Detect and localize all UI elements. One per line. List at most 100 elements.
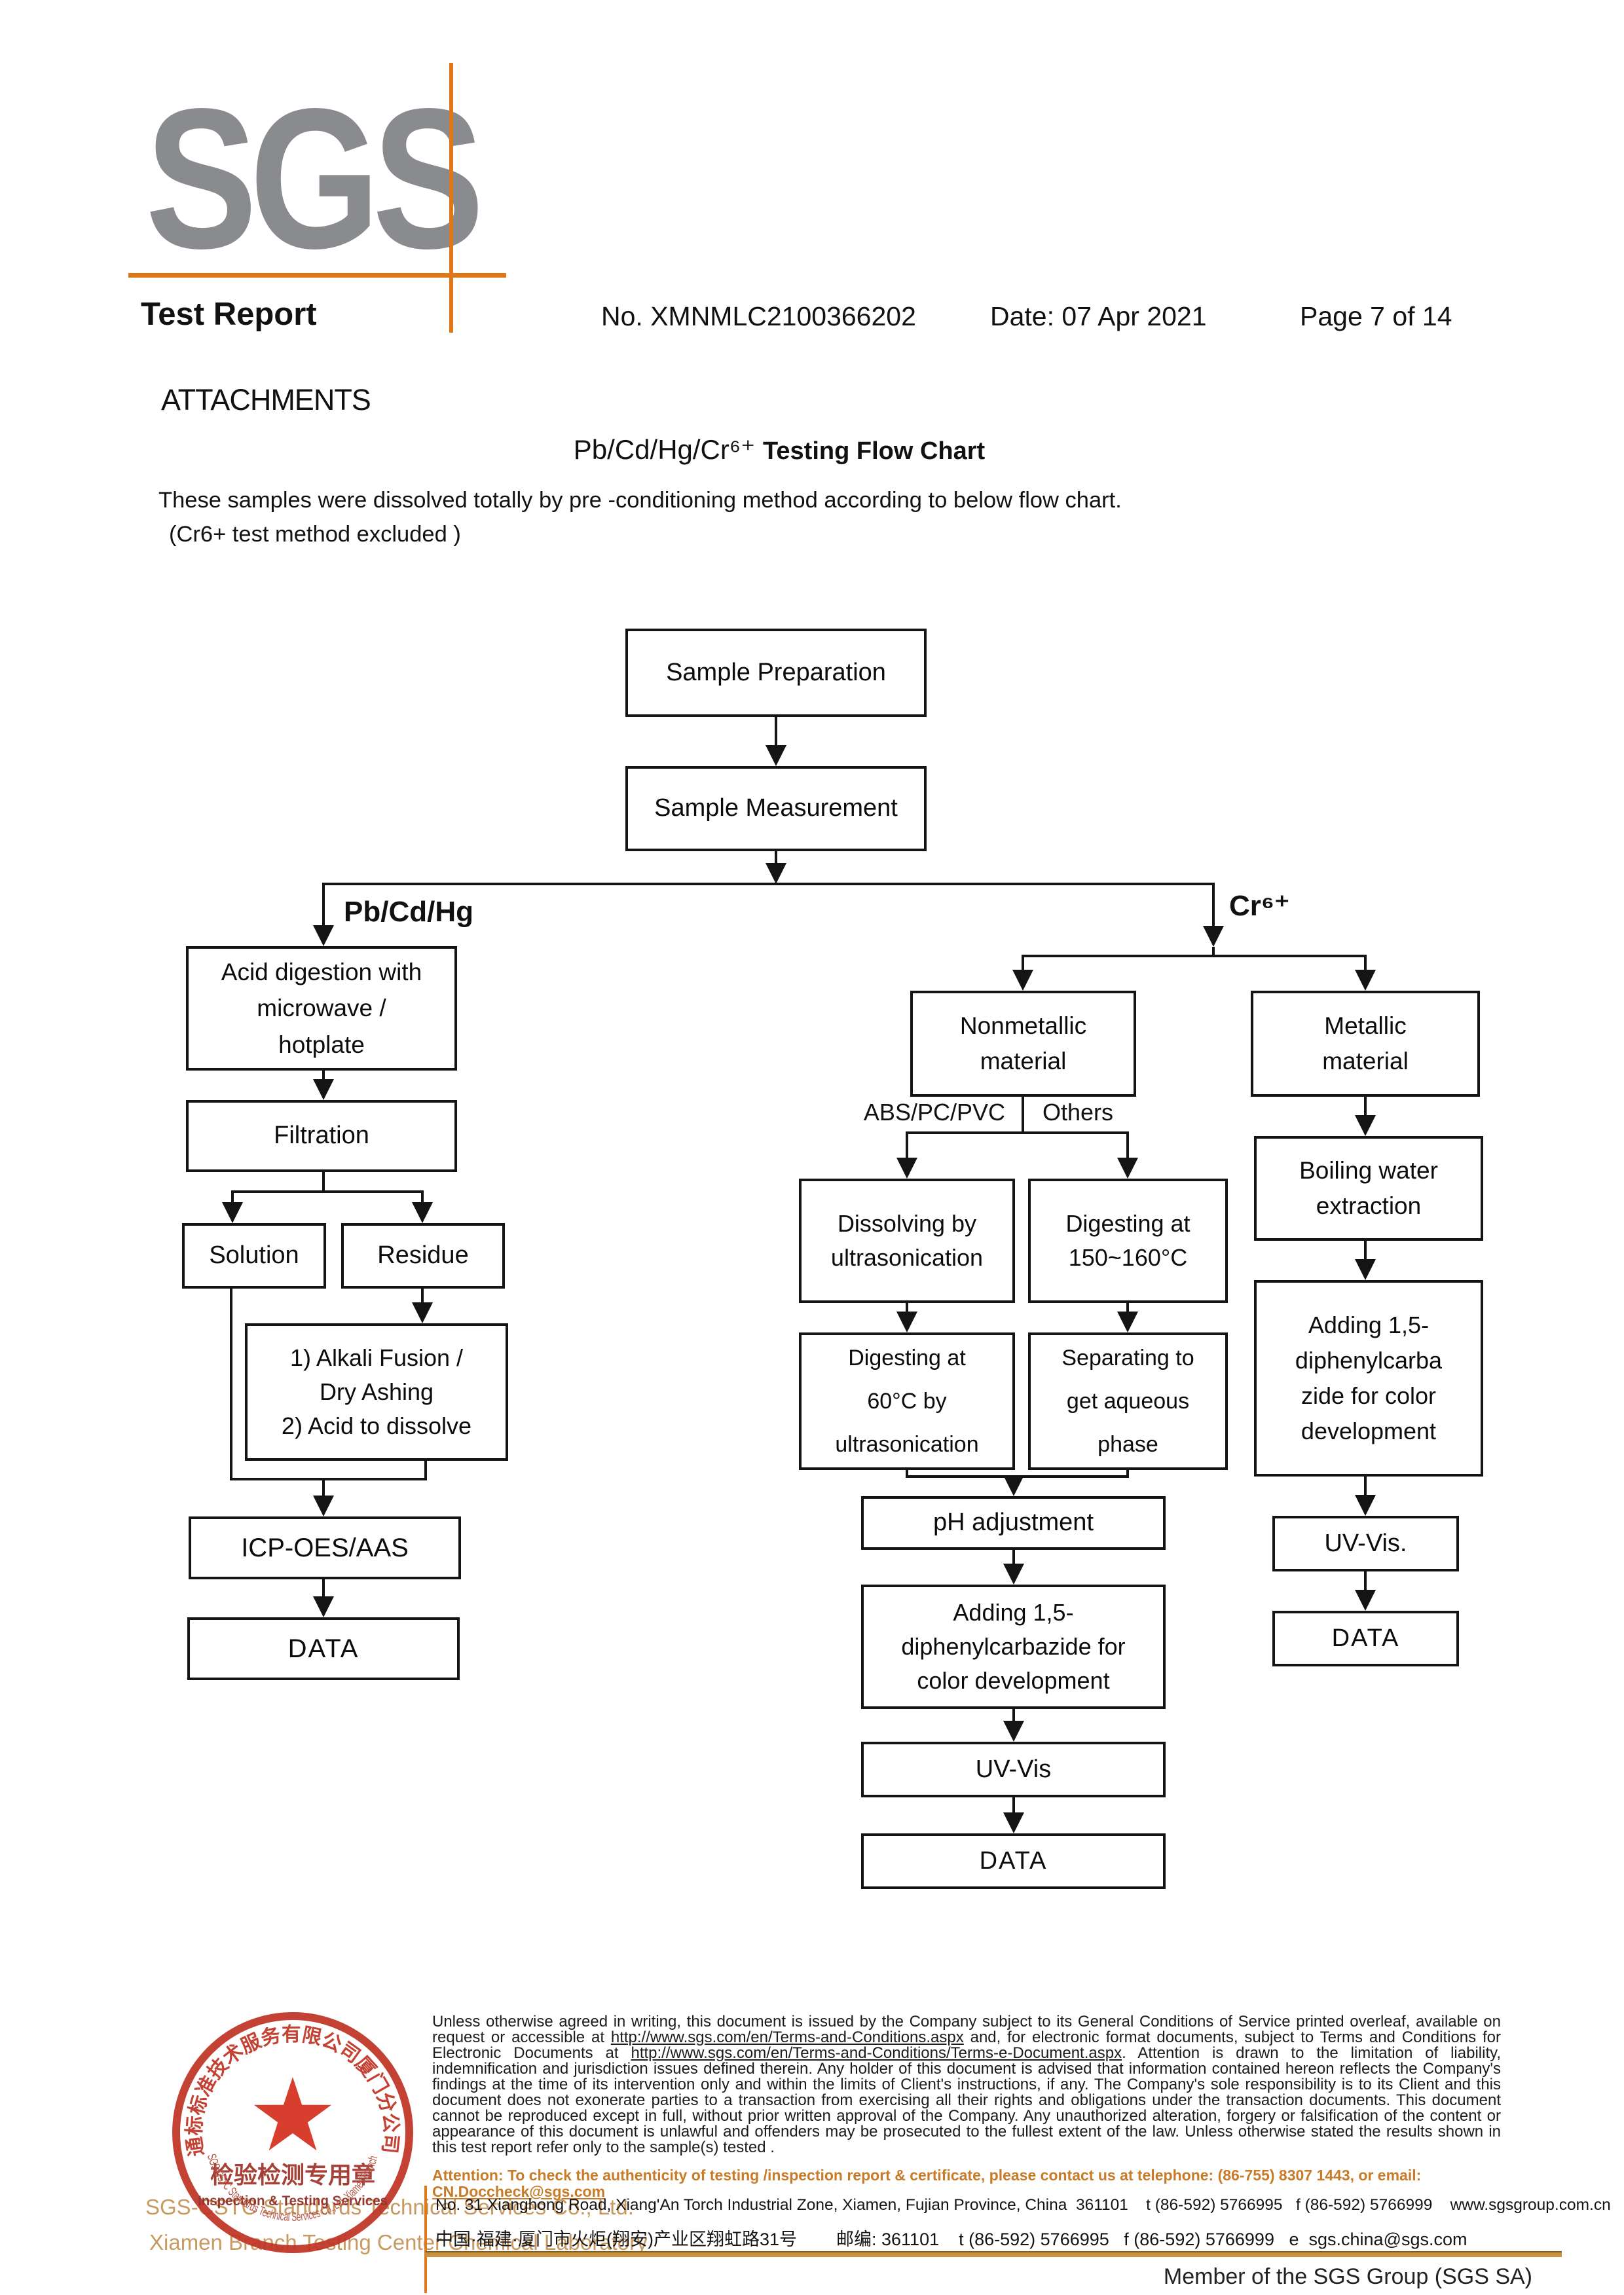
flow-chart-title-elements: Pb/Cd/Hg/Cr⁶⁺ xyxy=(573,434,756,465)
connector-line xyxy=(907,1131,1129,1134)
flow-node-separating-aqueous: Separating to get aqueous phase xyxy=(1028,1332,1228,1470)
arrow-down-icon xyxy=(1355,970,1376,991)
connector-line xyxy=(1126,1131,1129,1159)
connector-line xyxy=(1212,947,1215,957)
flow-node-boiling-water-extraction: Boiling water extraction xyxy=(1254,1136,1483,1241)
flow-node-adding-diphenylcarbazide-right: Adding 1,5- diphenylcarba zide for color… xyxy=(1254,1280,1483,1477)
report-date: Date: 07 Apr 2021 xyxy=(990,301,1207,331)
flow-node-metallic-material: Metallic material xyxy=(1251,991,1480,1097)
connector-line xyxy=(1012,1550,1015,1565)
connector-line xyxy=(1212,883,1215,927)
terms-link[interactable]: http://www.sgs.com/en/Terms-and-Conditio… xyxy=(610,2029,964,2046)
connector-line xyxy=(1012,1709,1015,1722)
page-indicator: Page 7 of 14 xyxy=(1300,301,1452,331)
connector-line xyxy=(323,883,1215,885)
connector-line xyxy=(421,1289,424,1304)
arrow-down-icon xyxy=(412,1302,433,1323)
flow-node-sample-measurement: Sample Measurement xyxy=(625,766,927,851)
connector-line xyxy=(231,1190,234,1203)
flow-node-data-left: DATA xyxy=(187,1617,460,1680)
connector-line xyxy=(232,1190,424,1193)
arrow-down-icon xyxy=(1355,1590,1376,1611)
flow-node-digesting-150-160: Digesting at 150~160°C xyxy=(1028,1179,1228,1303)
connector-line xyxy=(1364,1097,1367,1116)
connector-line xyxy=(424,1461,427,1480)
footer-rule xyxy=(426,2251,1562,2257)
connector-line xyxy=(1022,1097,1024,1134)
flow-chart-title: Pb/Cd/Hg/Cr⁶⁺ Testing Flow Chart xyxy=(223,433,1336,466)
address-line-cn: 中国·福建·厦门市火炬(翔安)产业区翔虹路31号 邮编: 361101 t (8… xyxy=(435,2230,1467,2249)
flow-node-ph-adjustment: pH adjustment xyxy=(861,1496,1166,1550)
connector-line xyxy=(775,851,777,864)
connector-line xyxy=(1364,1477,1367,1496)
branch-label-pb-cd-hg: Pb/Cd/Hg xyxy=(344,896,473,928)
attention-text: Attention: To check the authenticity of … xyxy=(432,2167,1422,2184)
attention-notice: Attention: To check the authenticity of … xyxy=(432,2167,1519,2201)
connector-line xyxy=(906,1131,908,1159)
connector-line xyxy=(322,1172,325,1193)
flow-node-dissolving-ultrasonication: Dissolving by ultrasonication xyxy=(799,1179,1015,1303)
connector-line xyxy=(230,1478,427,1480)
connector-line xyxy=(322,1478,325,1496)
flow-node-acid-digestion: Acid digestion with microwave / hotplate xyxy=(186,946,457,1071)
attachments-heading: ATTACHMENTS xyxy=(161,383,371,416)
flow-node-data-right: DATA xyxy=(1272,1611,1459,1666)
arrow-down-icon xyxy=(222,1202,243,1223)
connector-line xyxy=(906,1303,908,1313)
arrow-down-icon xyxy=(1003,1721,1024,1742)
branch-label-cr6: Cr⁶⁺ xyxy=(1229,890,1290,922)
address-line-en: No. 31 Xianghong Road, Xiang'An Torch In… xyxy=(435,2196,1611,2214)
flow-node-adding-diphenylcarbazide-mid: Adding 1,5- diphenylcarbazide for color … xyxy=(861,1585,1166,1709)
sub-label-abs-pc-pvc: ABS/PC/PVC xyxy=(863,1099,1005,1126)
inspection-stamp: 通标标准技术服务有限公司厦门分公司 检验检测专用章 Inspection & T… xyxy=(172,2012,413,2253)
member-line: Member of the SGS Group (SGS SA) xyxy=(1163,2264,1532,2289)
flow-node-uv-vis-right: UV-Vis. xyxy=(1272,1516,1459,1571)
flow-node-data-mid: DATA xyxy=(861,1833,1166,1889)
legal-text-3: . Attention is drawn to the limitation o… xyxy=(432,2044,1502,2156)
address-divider-line xyxy=(424,2186,427,2293)
intro-line-2: (Cr6+ test method excluded ) xyxy=(169,522,461,547)
connector-line xyxy=(1023,955,1367,957)
flow-node-icp-oes-aas: ICP-OES/AAS xyxy=(189,1516,461,1579)
stamp-ring xyxy=(172,2012,413,2253)
doccheck-email-link[interactable]: CN.Doccheck@sgs.com xyxy=(432,2183,606,2201)
arrow-down-icon xyxy=(766,745,786,766)
legal-text-2: and, for electronic format documents, su… xyxy=(432,2029,1501,2062)
flow-node-alkali-fusion: 1) Alkali Fusion / Dry Ashing 2) Acid to… xyxy=(245,1323,508,1461)
doc-type-title: Test Report xyxy=(141,297,317,332)
sgs-logo: SGS xyxy=(145,67,485,290)
flow-node-solution: Solution xyxy=(182,1223,326,1289)
connector-line xyxy=(322,883,325,927)
arrow-down-icon xyxy=(1003,1812,1024,1833)
connector-line xyxy=(1012,1797,1015,1814)
arrow-down-icon xyxy=(896,1312,917,1332)
flow-node-residue: Residue xyxy=(341,1223,505,1289)
connector-line xyxy=(906,1470,908,1478)
connector-line xyxy=(421,1190,424,1203)
stamp-center-en: Inspection & Testing Services xyxy=(198,2194,388,2209)
arrow-down-icon xyxy=(896,1158,917,1179)
flow-node-digesting-60: Digesting at 60°C by ultrasonication xyxy=(799,1332,1015,1470)
arrow-down-icon xyxy=(313,1496,334,1516)
connector-line xyxy=(322,1579,325,1598)
stamp-star-icon xyxy=(254,2077,331,2151)
arrow-down-icon xyxy=(1003,1564,1024,1585)
connector-line xyxy=(322,1071,325,1080)
report-number: No. XMNMLC2100366202 xyxy=(601,301,916,331)
flow-node-uv-vis-mid: UV-Vis xyxy=(861,1742,1166,1797)
arrow-down-icon xyxy=(766,863,786,884)
connector-line xyxy=(1126,1470,1129,1478)
flow-node-nonmetallic-material: Nonmetallic material xyxy=(910,991,1136,1097)
connector-line xyxy=(1022,955,1024,971)
terms-e-document-link[interactable]: http://www.sgs.com/en/Terms-and-Conditio… xyxy=(631,2044,1122,2062)
arrow-down-icon xyxy=(1012,970,1033,991)
sub-label-others: Others xyxy=(1043,1099,1114,1126)
logo-vertical-accent xyxy=(449,63,453,333)
legal-text-1: Unless otherwise agreed in writing, this… xyxy=(432,2013,1501,2046)
connector-line xyxy=(775,717,777,746)
arrow-down-icon xyxy=(1003,1475,1024,1496)
connector-line xyxy=(230,1289,232,1480)
connector-line xyxy=(1364,955,1367,971)
arrow-down-icon xyxy=(313,1596,334,1617)
